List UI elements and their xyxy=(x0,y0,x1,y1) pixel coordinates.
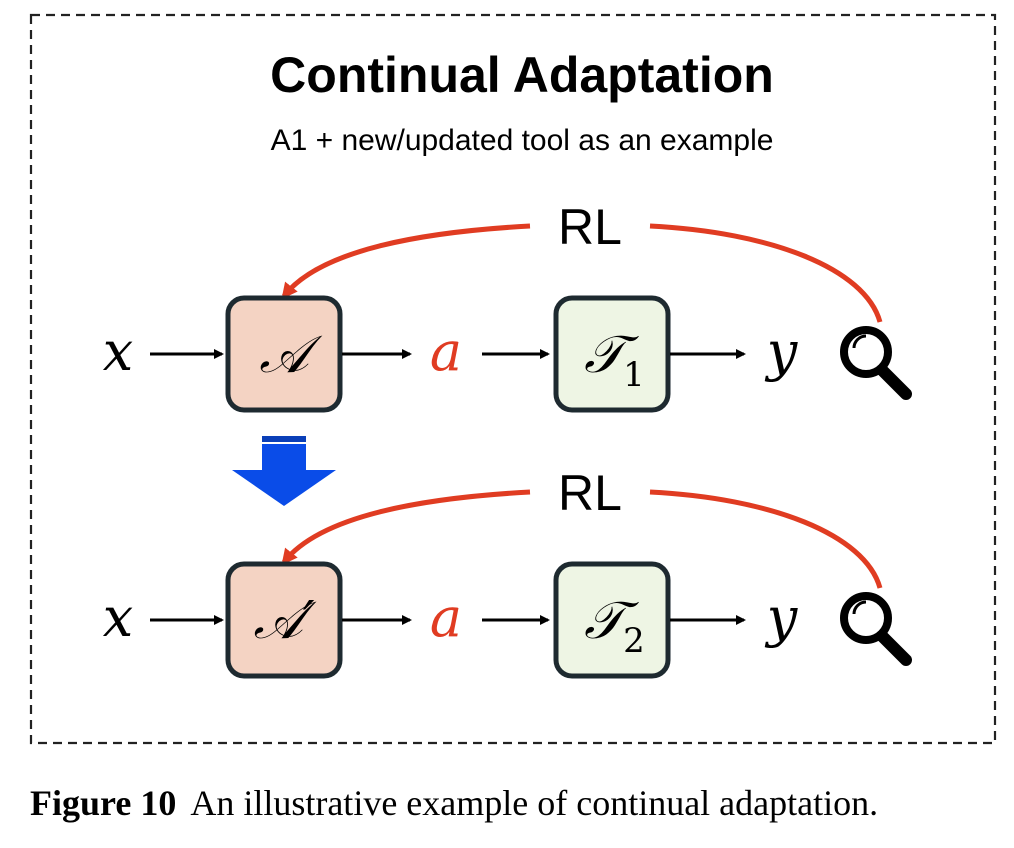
row-2: RL x 𝒜′ a 𝒯 2 y xyxy=(103,465,912,679)
tool-box xyxy=(553,561,671,679)
rl-feedback-arrow xyxy=(284,223,883,323)
action-variable: a xyxy=(430,320,462,383)
continual-adaptation-diagram: Continual Adaptation A1 + new/updated to… xyxy=(29,13,997,745)
agent-symbol: 𝒜′ xyxy=(253,591,317,651)
dashed-frame xyxy=(29,13,997,745)
row-1: RL x 𝒜 a 𝒯 1 y xyxy=(103,199,912,413)
output-variable: y xyxy=(765,586,799,649)
rl-feedback-arrow xyxy=(284,489,883,589)
tool-subscript: 1 xyxy=(623,355,645,395)
agent-box xyxy=(225,561,343,679)
agent-box xyxy=(225,295,343,413)
tool-subscript: 2 xyxy=(623,621,645,661)
rl-label: RL xyxy=(558,199,622,255)
diagram-title: Continual Adaptation xyxy=(270,47,774,103)
caption-text: An illustrative example of continual ada… xyxy=(190,783,879,823)
diagram-subtitle: A1 + new/updated tool as an example xyxy=(271,124,774,157)
action-variable: a xyxy=(430,586,462,649)
down-arrow-icon xyxy=(232,436,336,506)
input-variable: x xyxy=(103,586,133,649)
rl-label: RL xyxy=(558,465,622,521)
magnifier-icon xyxy=(840,326,912,400)
tool-box xyxy=(553,295,671,413)
output-variable: y xyxy=(765,320,799,383)
figure-caption: Figure 10 An illustrative example of cont… xyxy=(30,782,1000,824)
figure-label: Figure 10 xyxy=(30,783,177,823)
input-variable: x xyxy=(103,320,133,383)
magnifier-icon xyxy=(840,592,912,666)
